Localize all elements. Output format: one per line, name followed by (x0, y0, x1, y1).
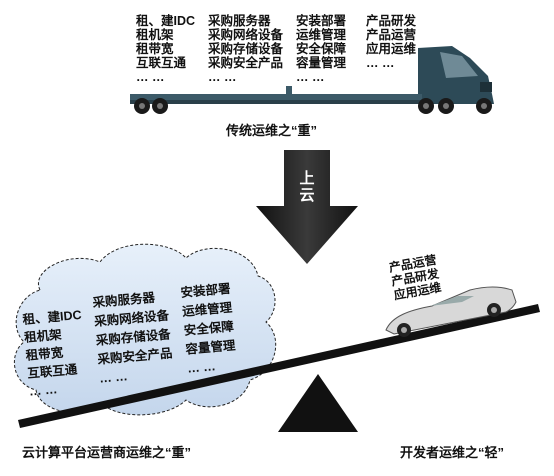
cloud-col-procurement: 采购服务器 采购网络设备 采购存储设备 采购安全产品 … … (92, 289, 175, 390)
car-icon (385, 286, 517, 337)
caption-developer: 开发者运维之“轻” (400, 445, 505, 460)
truck-col-procurement-item: 采购安全产品 (208, 56, 284, 70)
truck-col-idc-item: 互联互通 (136, 56, 187, 70)
truck-col-idc: 租、建IDC 租机架 租带宽 互联互通 … … (136, 14, 195, 84)
down-arrow-icon (256, 150, 358, 264)
truck-col-ops-item: 安全保障 (296, 42, 347, 56)
car-text: 产品运营 产品研发 应用运维 (388, 253, 443, 304)
truck-col-procurement-item: … … (208, 70, 237, 84)
cloud-col-ops: 安装部署 运维管理 安全保障 容量管理 … … (180, 282, 238, 381)
truck-col-idc-item: … … (136, 70, 165, 84)
truck-col-product-item: 产品运营 (366, 28, 417, 42)
truck-col-ops-item: … … (296, 70, 325, 84)
truck-col-idc-item: 租机架 (136, 28, 174, 42)
truck-col-procurement: 采购服务器 采购网络设备 采购存储设备 采购安全产品 … … (208, 14, 283, 84)
truck-col-ops-item: 安装部署 (296, 14, 347, 28)
caption-cloud-provider: 云计算平台运营商运维之“重” (22, 445, 192, 460)
truck-col-ops-item: 运维管理 (296, 28, 347, 42)
truck-col-product-item: 应用运维 (366, 42, 417, 56)
truck-caption: 传统运维之“重” (226, 123, 318, 138)
truck-col-idc-item: 租、建IDC (136, 14, 196, 28)
cloud-icon (14, 243, 277, 416)
truck-col-product-item: 产品研发 (366, 14, 417, 28)
truck-icon (130, 46, 494, 114)
truck-col-ops: 安装部署 运维管理 安全保障 容量管理 … … (296, 14, 346, 84)
truck-col-procurement-item: 采购网络设备 (208, 28, 284, 42)
truck-col-product-item: … … (366, 56, 395, 70)
truck-col-procurement-item: 采购存储设备 (208, 42, 284, 56)
seesaw-plank (18, 304, 540, 428)
truck-col-procurement-item: 采购服务器 (208, 14, 271, 28)
cloud-col-idc: 租、建IDC 租机架 租带宽 互联互通 … … (22, 307, 89, 402)
truck-col-idc-item: 租带宽 (136, 42, 174, 56)
truck-col-ops-item: 容量管理 (296, 56, 347, 70)
truck-col-product: 产品研发 产品运营 应用运维 … … (366, 14, 416, 70)
arrow-label: 上云 (299, 170, 315, 204)
seesaw-fulcrum (278, 374, 358, 432)
